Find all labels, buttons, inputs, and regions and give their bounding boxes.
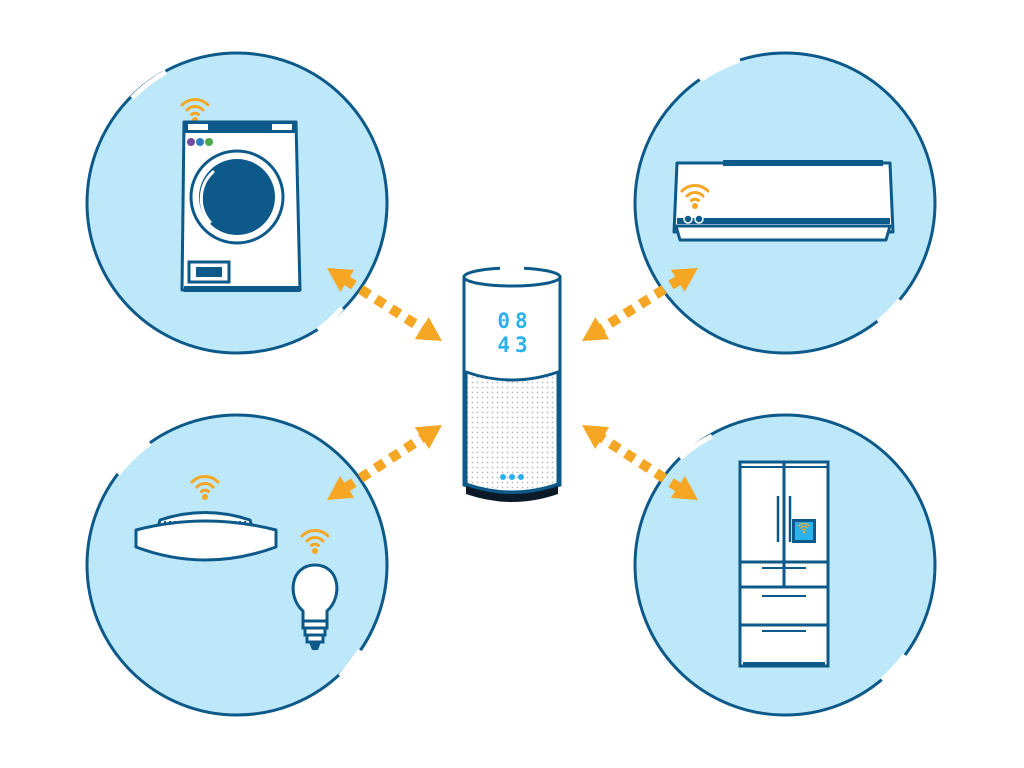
arrow-shaft [342,275,427,334]
arrow-head-icon [414,317,442,341]
arrow-refrigerator [582,425,698,500]
speaker-grille [464,369,560,494]
indicator-light-icon [196,138,204,146]
clock-hours: 08 [497,309,532,333]
washer-drum-window [199,159,275,235]
arrow-shaft [597,275,683,334]
arrow-head-icon [582,317,610,341]
light-bulb [291,528,339,650]
indicator-light-icon [205,138,213,146]
speaker-clock-display: 08 43 [497,309,532,357]
connection-arrows [327,268,698,500]
arrow-air-conditioner [582,268,698,341]
arrow-head-icon [582,425,610,449]
device-circle-lighting [85,413,389,717]
washer-top-panel [184,122,296,133]
indicator-light-icon [187,138,195,146]
ceiling-light-shade [134,519,278,562]
arrow-head-icon [327,476,355,500]
arrow-shaft [342,432,427,493]
status-light-icon [500,474,506,480]
washing-machine [180,97,302,292]
ac-louver [674,224,892,242]
ceiling-light [134,474,278,562]
bulb-glass [291,563,339,623]
speaker-base [466,486,558,502]
clock-minutes: 43 [497,333,532,357]
arrow-washing-machine [327,268,442,341]
speaker-top [462,266,562,288]
arrow-head-icon [327,268,355,292]
refrigerator [738,460,830,668]
status-light-icon [509,474,515,480]
smart-speaker[interactable]: 08 43 [462,266,562,502]
arrow-head-icon [414,425,442,449]
arrow-lighting [327,425,442,500]
indicator-light-icon [683,214,693,224]
arrow-head-icon [670,476,698,500]
arrow-shaft [597,432,683,493]
status-light-icon [518,474,524,480]
arrow-head-icon [670,268,698,292]
air-conditioner [672,160,895,242]
indicator-light-icon [694,214,704,224]
